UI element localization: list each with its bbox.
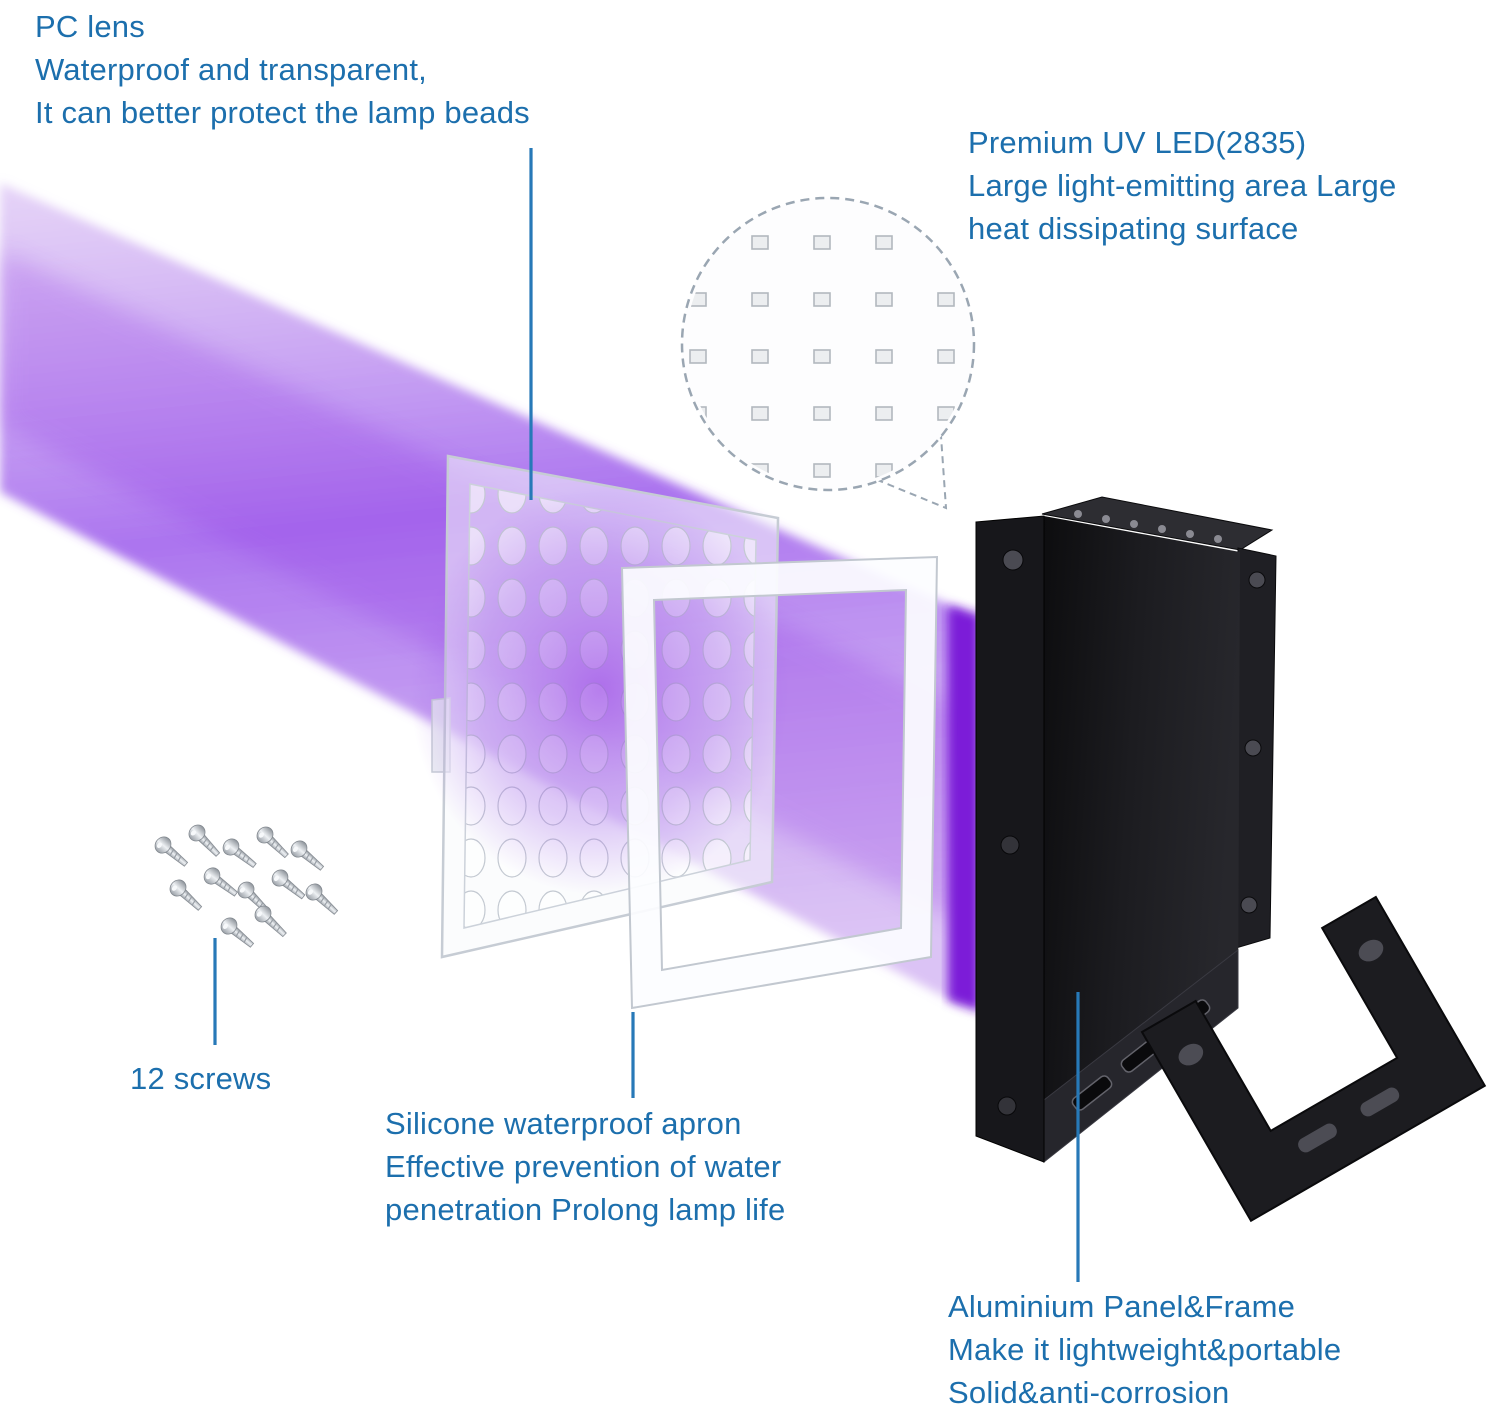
screws-part: [151, 821, 343, 953]
flange-hole: [1130, 520, 1138, 528]
label-line: Effective prevention of water: [385, 1148, 782, 1184]
housing-screw-hole: [1002, 549, 1024, 571]
pc-lens-part: [410, 454, 790, 959]
label-line: Silicone waterproof apron: [385, 1106, 742, 1141]
label-pc-lens: PC lens Waterproof and transparent, It c…: [35, 6, 530, 134]
bracket-hole: [1358, 939, 1384, 962]
label-line: Solid&anti-corrosion: [948, 1374, 1230, 1410]
housing-screw-hole: [997, 1096, 1017, 1116]
label-line: Make it lightweight&portable: [948, 1331, 1342, 1367]
label-line: It can better protect the lamp beads: [35, 94, 530, 130]
plate-hole: [1244, 739, 1262, 757]
label-line: Large light-emitting area Large: [968, 167, 1397, 203]
label-line: penetration Prolong lamp life: [385, 1191, 786, 1227]
bracket-slot: [1298, 1123, 1337, 1153]
led-panel-magnifier: [680, 196, 976, 510]
bracket-hole: [1178, 1043, 1204, 1066]
aluminium-housing-part: [975, 496, 1277, 1164]
housing-screw-hole: [1000, 835, 1020, 855]
led-chip-grid: [686, 202, 970, 486]
label-line: Waterproof and transparent,: [35, 51, 427, 87]
label-aluminium-frame: Aluminium Panel&Frame Make it lightweigh…: [948, 1286, 1341, 1414]
flange-hole: [1186, 530, 1194, 538]
plate-hole: [1248, 571, 1266, 589]
label-line: heat dissipating surface: [968, 210, 1299, 246]
plate-hole: [1240, 896, 1258, 914]
label-silicone-apron: Silicone waterproof apron Effective prev…: [385, 1103, 785, 1231]
flange-hole: [1074, 510, 1082, 518]
bracket-slot: [1360, 1087, 1400, 1117]
leader-lines: [213, 148, 1080, 1282]
housing-top-flange: [1041, 496, 1274, 551]
label-line: 12 screws: [130, 1061, 272, 1096]
label-premium-uv-led: Premium UV LED(2835) Large light-emittin…: [968, 122, 1396, 250]
label-line: PC lens: [35, 9, 145, 44]
label-screws: 12 screws: [130, 1058, 271, 1101]
led-glow-strip: [948, 606, 980, 1012]
mounting-bracket-part: [1140, 895, 1487, 1223]
label-line: Aluminium Panel&Frame: [948, 1289, 1296, 1324]
flange-hole: [1102, 515, 1110, 523]
flange-hole: [1214, 535, 1222, 543]
flange-hole: [1158, 525, 1166, 533]
flange-slot: [1071, 1075, 1113, 1111]
silicone-apron-part: [620, 555, 939, 1010]
label-line: Premium UV LED(2835): [968, 125, 1307, 160]
